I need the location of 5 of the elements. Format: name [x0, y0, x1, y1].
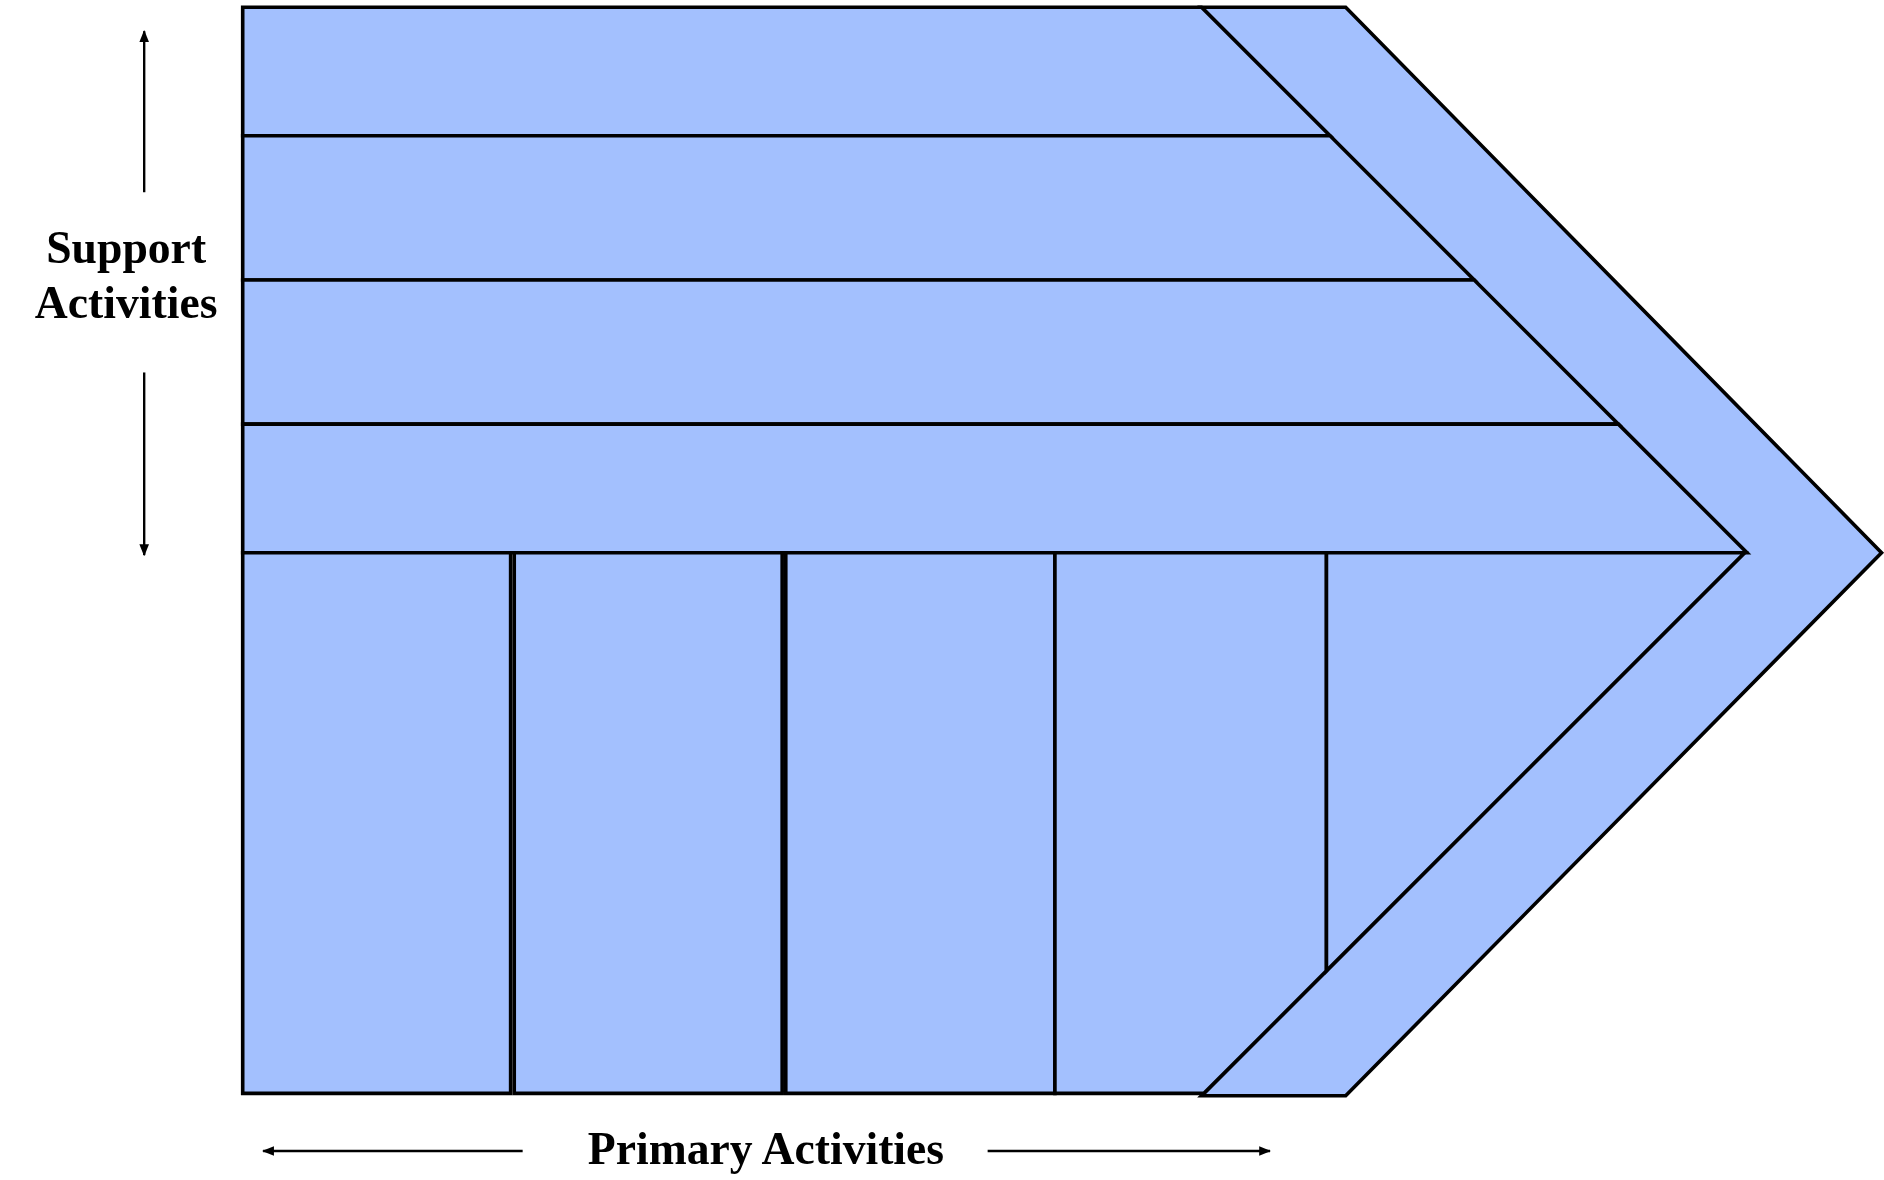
primary-activity-column	[240, 550, 513, 1096]
axis-label: Primary Activities	[586, 1122, 946, 1176]
axis-label: Support Activities	[33, 221, 219, 330]
primary-activity-column	[1324, 550, 1749, 976]
support-activity-band	[240, 422, 1752, 555]
